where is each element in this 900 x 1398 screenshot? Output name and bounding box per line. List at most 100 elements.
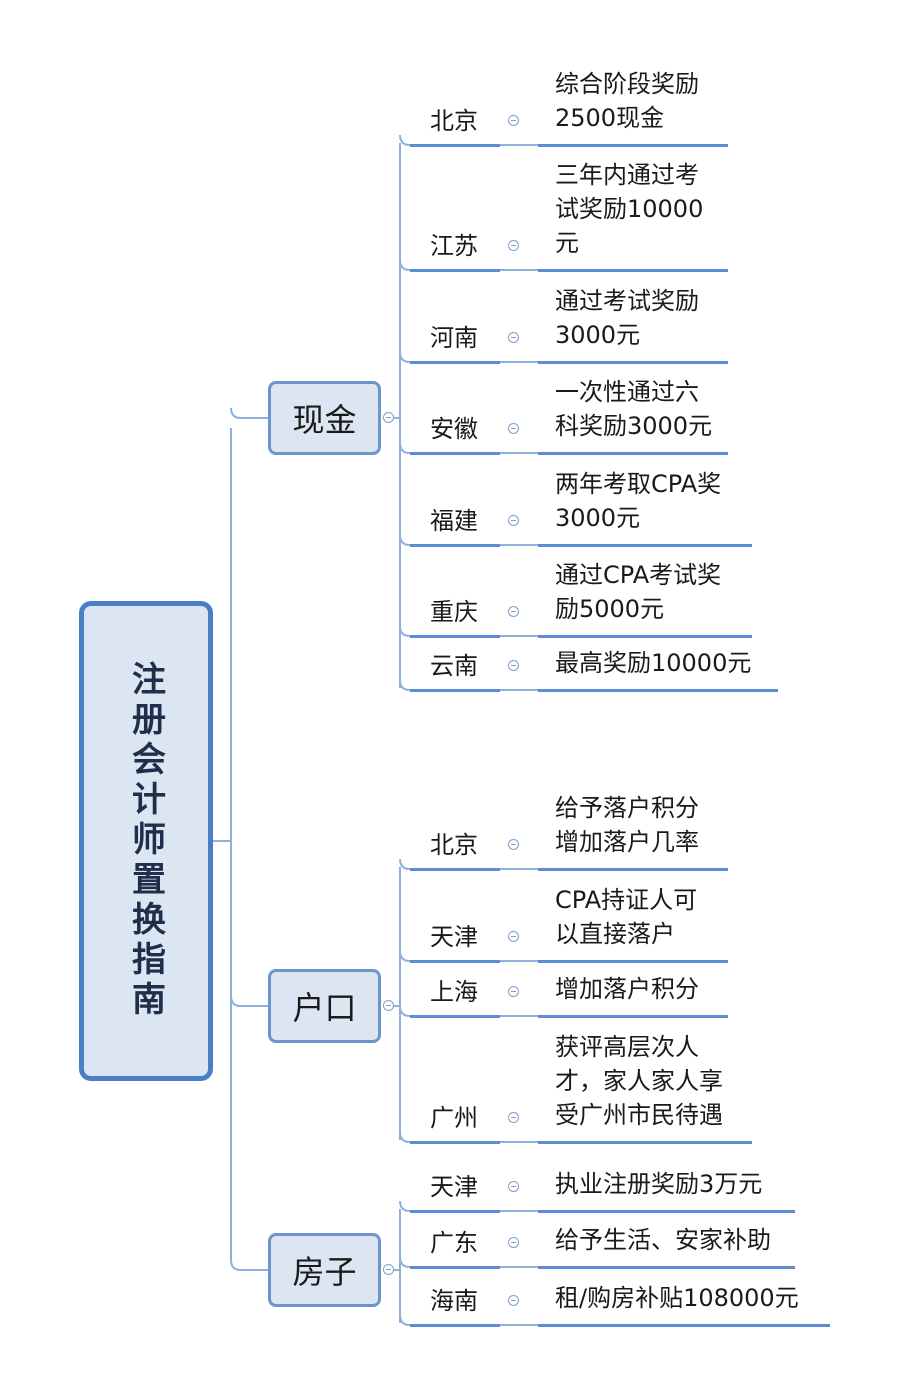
region-label[interactable]: 天津 <box>430 1173 478 1201</box>
region-underline <box>410 689 500 692</box>
region-label[interactable]: 天津 <box>430 923 478 951</box>
region-underline <box>410 452 500 455</box>
region-label[interactable]: 福建 <box>430 507 478 535</box>
detail-underline <box>538 868 728 871</box>
detail-text[interactable]: 执业注册奖励3万元 <box>555 1167 762 1201</box>
region-label[interactable]: 上海 <box>430 978 478 1006</box>
region-underline <box>410 868 500 871</box>
detail-text[interactable]: CPA持证人可以直接落户 <box>555 883 697 951</box>
collapse-icon[interactable] <box>508 332 519 343</box>
detail-line: 租/购房补贴108000元 <box>555 1284 799 1312</box>
connector-line <box>230 407 268 419</box>
connector-line <box>399 1131 411 1143</box>
detail-underline <box>538 1141 752 1144</box>
region-underline <box>410 635 500 638</box>
detail-line: 最高奖励10000元 <box>555 649 752 677</box>
detail-text[interactable]: 获评高层次人才，家人家人享受广州市民待遇 <box>555 1030 723 1132</box>
region-label[interactable]: 云南 <box>430 652 478 680</box>
collapse-icon[interactable] <box>508 240 519 251</box>
detail-text[interactable]: 通过CPA考试奖励5000元 <box>555 558 721 626</box>
detail-text[interactable]: 通过考试奖励 3000元 <box>555 284 699 352</box>
detail-underline <box>538 144 728 147</box>
category-0[interactable]: 现金 <box>268 381 381 455</box>
detail-line: 获评高层次人 <box>555 1033 699 1061</box>
collapse-icon[interactable] <box>508 931 519 942</box>
collapse-icon[interactable] <box>383 1000 394 1011</box>
detail-line: 3000元 <box>555 321 641 349</box>
region-underline <box>410 960 500 963</box>
region-underline <box>410 144 500 147</box>
connector-line <box>230 995 268 1007</box>
detail-underline <box>538 689 778 692</box>
region-underline <box>410 1015 500 1018</box>
detail-line: 元 <box>555 229 579 257</box>
connector-line <box>399 1256 411 1268</box>
region-label[interactable]: 河南 <box>430 324 478 352</box>
collapse-icon[interactable] <box>508 423 519 434</box>
root-topic[interactable]: 注册会计师置换指南 <box>79 601 213 1081</box>
region-label[interactable]: 广州 <box>430 1104 478 1132</box>
region-label[interactable]: 重庆 <box>430 598 478 626</box>
category-1[interactable]: 户口 <box>268 969 381 1043</box>
collapse-icon[interactable] <box>383 412 394 423</box>
detail-line: 增加落户积分 <box>555 975 699 1003</box>
collapse-icon[interactable] <box>508 1112 519 1123</box>
detail-text[interactable]: 给予落户积分增加落户几率 <box>555 791 699 859</box>
region-label[interactable]: 江苏 <box>430 232 478 260</box>
detail-text[interactable]: 一次性通过六科奖励3000元 <box>555 375 712 443</box>
detail-line: 给予生活、安家补助 <box>555 1226 771 1254</box>
collapse-icon[interactable] <box>508 839 519 850</box>
collapse-icon[interactable] <box>508 986 519 997</box>
connector-line <box>399 1005 411 1017</box>
detail-line: 3000元 <box>555 504 641 532</box>
collapse-icon[interactable] <box>508 660 519 671</box>
detail-text[interactable]: 给予生活、安家补助 <box>555 1223 771 1257</box>
region-underline <box>410 544 500 547</box>
collapse-icon[interactable] <box>508 1237 519 1248</box>
collapse-icon[interactable] <box>383 1264 394 1275</box>
connector-line <box>399 950 411 962</box>
region-underline <box>410 1141 500 1144</box>
detail-line: 综合阶段奖励 <box>555 70 699 98</box>
detail-line: 科奖励3000元 <box>555 412 713 440</box>
region-label[interactable]: 海南 <box>430 1287 478 1315</box>
root-title: 注册会计师置换指南 <box>125 661 166 1021</box>
detail-underline <box>538 635 752 638</box>
detail-underline <box>538 544 752 547</box>
detail-underline <box>538 1266 795 1269</box>
collapse-icon[interactable] <box>508 1295 519 1306</box>
region-underline <box>410 269 500 272</box>
connector-line <box>399 134 411 146</box>
detail-line: 通过CPA考试奖 <box>555 561 722 589</box>
detail-underline <box>538 1210 795 1213</box>
collapse-icon[interactable] <box>508 1181 519 1192</box>
collapse-icon[interactable] <box>508 606 519 617</box>
collapse-icon[interactable] <box>508 115 519 126</box>
category-label: 户口 <box>292 989 357 1027</box>
connector-line <box>399 858 411 870</box>
detail-line: 试奖励10000 <box>555 195 704 223</box>
detail-underline <box>538 361 728 364</box>
region-label[interactable]: 北京 <box>430 831 478 859</box>
category-2[interactable]: 房子 <box>268 1233 381 1307</box>
collapse-icon[interactable] <box>508 515 519 526</box>
detail-line: 增加落户几率 <box>555 828 699 856</box>
detail-text[interactable]: 最高奖励10000元 <box>555 646 751 680</box>
connector-line <box>399 679 411 691</box>
connector-line <box>230 1259 268 1271</box>
detail-line: 通过考试奖励 <box>555 287 699 315</box>
detail-underline <box>538 960 728 963</box>
region-label[interactable]: 北京 <box>430 107 478 135</box>
region-underline <box>410 361 500 364</box>
region-label[interactable]: 广东 <box>430 1229 478 1257</box>
detail-underline <box>538 452 728 455</box>
detail-line: 才，家人家人享 <box>555 1067 723 1095</box>
detail-text[interactable]: 增加落户积分 <box>555 972 699 1006</box>
detail-text[interactable]: 租/购房补贴108000元 <box>555 1281 799 1315</box>
region-label[interactable]: 安徽 <box>430 415 478 443</box>
connector-line <box>399 625 411 637</box>
